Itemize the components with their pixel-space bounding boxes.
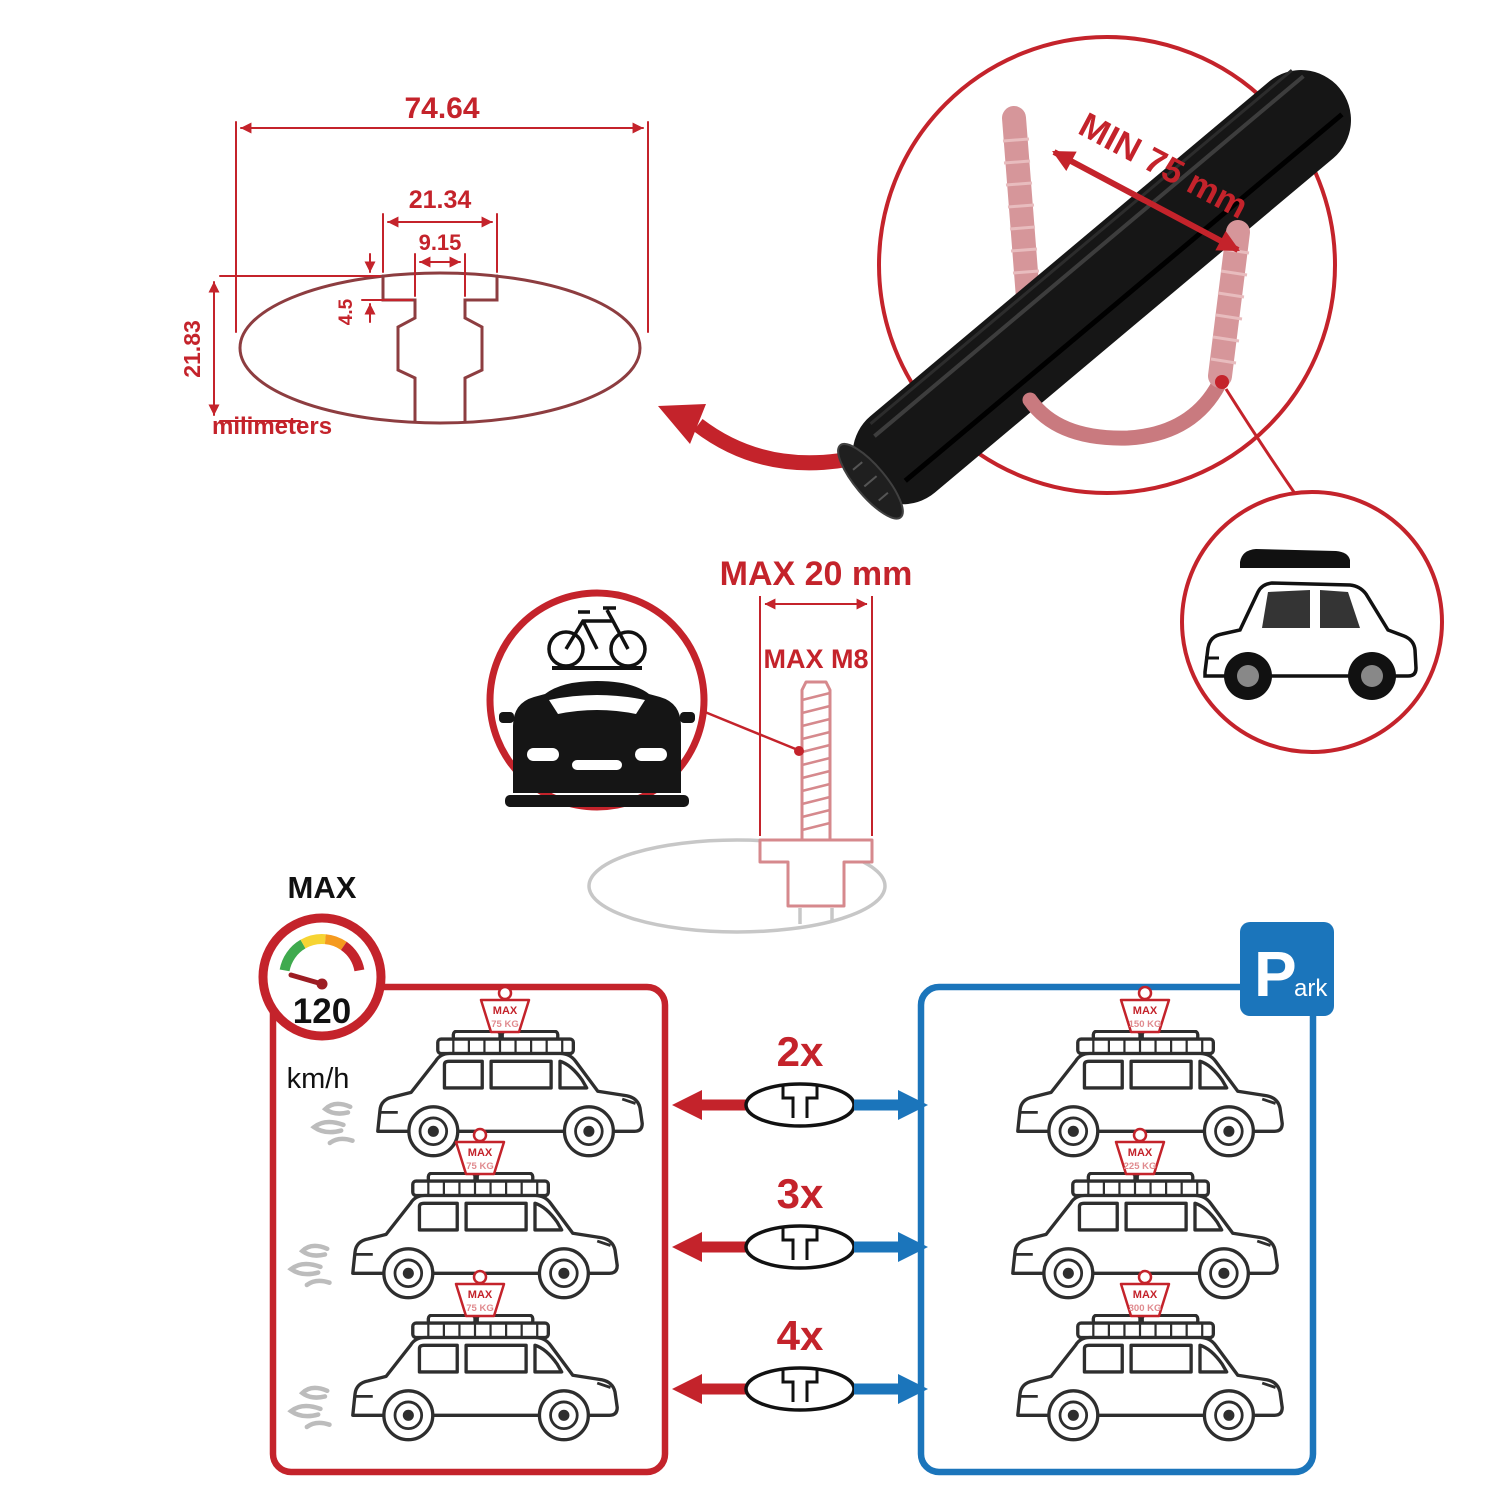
dim-units-label: milimeters xyxy=(212,413,332,440)
dim-slot-outer-width: 21.34 xyxy=(409,186,472,214)
tag-value: 75 KG xyxy=(466,1161,493,1172)
gauge-needle-pivot xyxy=(316,978,328,990)
roof-load-tag-right-3: MAX 300 KG xyxy=(1119,1269,1171,1318)
car-driving-3 xyxy=(351,1314,619,1442)
tag-label: MAX xyxy=(468,1289,493,1301)
arrow-right-blue-3 xyxy=(854,1374,928,1404)
dim-total-height: 21.83 xyxy=(179,320,205,378)
pointer-arrow-to-diagram xyxy=(658,404,870,471)
park-sign-ark: ark xyxy=(1294,975,1328,1002)
gray-crossbar-profile xyxy=(587,838,887,934)
t-bolt xyxy=(758,680,874,908)
attachment-point-dot xyxy=(1215,375,1229,389)
roof-load-tag-left-1: MAX 75 KG xyxy=(479,985,531,1034)
suv-with-roofbox-icon xyxy=(1203,549,1418,700)
crossbar-profile-icon-2 xyxy=(744,1224,856,1270)
dim-total-width: 74.64 xyxy=(404,92,479,125)
bolt-max-thread-label: MAX M8 xyxy=(763,644,868,674)
bolt-spec-diagram: MAX 20 mm MAX M8 xyxy=(587,555,913,934)
driving-load-box xyxy=(269,983,669,1476)
park-sign: P ark xyxy=(1240,922,1334,1016)
tag-value: 150 KG xyxy=(1129,1019,1162,1030)
tag-label: MAX xyxy=(1128,1147,1153,1159)
tag-value: 225 KG xyxy=(1124,1161,1157,1172)
speed-value: 120 xyxy=(293,992,351,1031)
speed-max-label: MAX xyxy=(288,870,357,905)
speed-lines-3 xyxy=(291,1388,329,1427)
car-parked-1 xyxy=(1016,1030,1284,1158)
tag-label: MAX xyxy=(493,1005,518,1017)
speed-lines-2 xyxy=(291,1246,329,1285)
dim-slot-depth: 4.5 xyxy=(336,298,357,325)
park-sign-p: P xyxy=(1254,938,1297,1010)
parked-load-box xyxy=(917,983,1317,1476)
roof-load-tag-right-2: MAX 225 KG xyxy=(1114,1127,1166,1176)
bolt-dimension-lines xyxy=(759,596,873,836)
crossbar-profile-icon-1 xyxy=(744,1082,856,1128)
arrow-left-red-1 xyxy=(672,1090,746,1120)
tag-value: 75 KG xyxy=(466,1303,493,1314)
roof-load-tags: MAX 75 KG MAX 75 KG MAX 75 KG MAX 150 KG… xyxy=(454,985,1171,1318)
parked-cars xyxy=(1011,1030,1284,1442)
dim-slot-inner-width: 9.15 xyxy=(419,230,462,255)
arrow-right-blue-1 xyxy=(854,1090,928,1120)
multiplier-3: 4x xyxy=(777,1312,824,1359)
car-front-icon xyxy=(499,681,695,807)
tag-label: MAX xyxy=(1133,1005,1158,1017)
suv-roofbox-badge xyxy=(1180,490,1444,754)
crossbar-3d-view: MIN 75 mm xyxy=(837,35,1351,520)
arrow-right-blue-2 xyxy=(854,1232,928,1262)
connector-line-to-suv xyxy=(1224,388,1300,499)
tag-value: 75 KG xyxy=(491,1019,518,1030)
roof-load-tag-right-1: MAX 150 KG xyxy=(1119,985,1171,1034)
multiplier-rows: 2x 3x 4x xyxy=(672,1028,928,1412)
bike-on-car-badge xyxy=(486,589,708,811)
profile-dimension-diagram: 74.64 21.34 9.15 4.5 21.83 milimeters xyxy=(179,92,649,440)
leader-line-to-bolt xyxy=(699,708,799,752)
dimension-lines xyxy=(208,121,649,422)
arrow-left-red-2 xyxy=(672,1232,746,1262)
min-span-arrow xyxy=(1052,149,1240,253)
arrow-left-red-3 xyxy=(672,1374,746,1404)
tag-label: MAX xyxy=(468,1147,493,1159)
roof-load-tag-left-3: MAX 75 KG xyxy=(454,1269,506,1318)
speed-limit-gauge: MAX 120 km/h xyxy=(258,870,386,1095)
bolt-max-width-label: MAX 20 mm xyxy=(720,555,913,593)
multiplier-2: 3x xyxy=(777,1170,824,1217)
car-driving-1 xyxy=(376,1030,644,1158)
mounting-clamp-rear xyxy=(1002,106,1040,310)
leader-dot xyxy=(794,746,804,756)
car-parked-3 xyxy=(1016,1314,1284,1442)
speed-unit: km/h xyxy=(287,1063,350,1095)
tag-label: MAX xyxy=(1133,1289,1158,1301)
tag-value: 300 KG xyxy=(1129,1303,1162,1314)
crossbar-cross-section xyxy=(238,271,642,425)
roof-load-tag-left-2: MAX 75 KG xyxy=(454,1127,506,1176)
crossbar-profile-icon-3 xyxy=(744,1366,856,1412)
multiplier-1: 2x xyxy=(777,1028,824,1075)
gauge-arcs xyxy=(279,934,365,972)
speed-lines-1 xyxy=(314,1104,352,1143)
